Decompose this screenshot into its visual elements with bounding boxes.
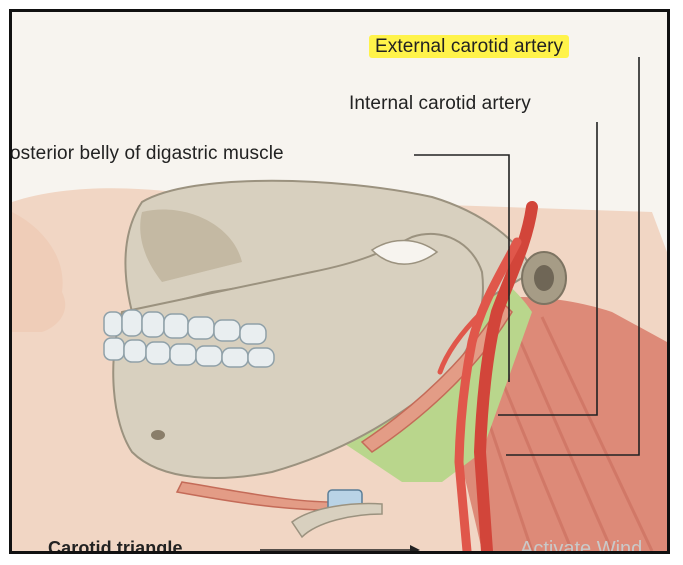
label-external-carotid: External carotid artery — [369, 36, 569, 58]
figure-frame: External carotid artery Internal carotid… — [9, 9, 670, 554]
mental-foramen — [151, 430, 165, 440]
activation-watermark: Activate Wind — [520, 538, 642, 554]
label-posterior-digastric: osterior belly of digastric muscle — [10, 143, 284, 165]
label-internal-carotid: Internal carotid artery — [349, 93, 531, 115]
label-carotid-triangle: Carotid triangle — [48, 538, 183, 554]
anatomy-illustration — [12, 12, 667, 551]
label-highlight: External carotid artery — [369, 35, 569, 58]
